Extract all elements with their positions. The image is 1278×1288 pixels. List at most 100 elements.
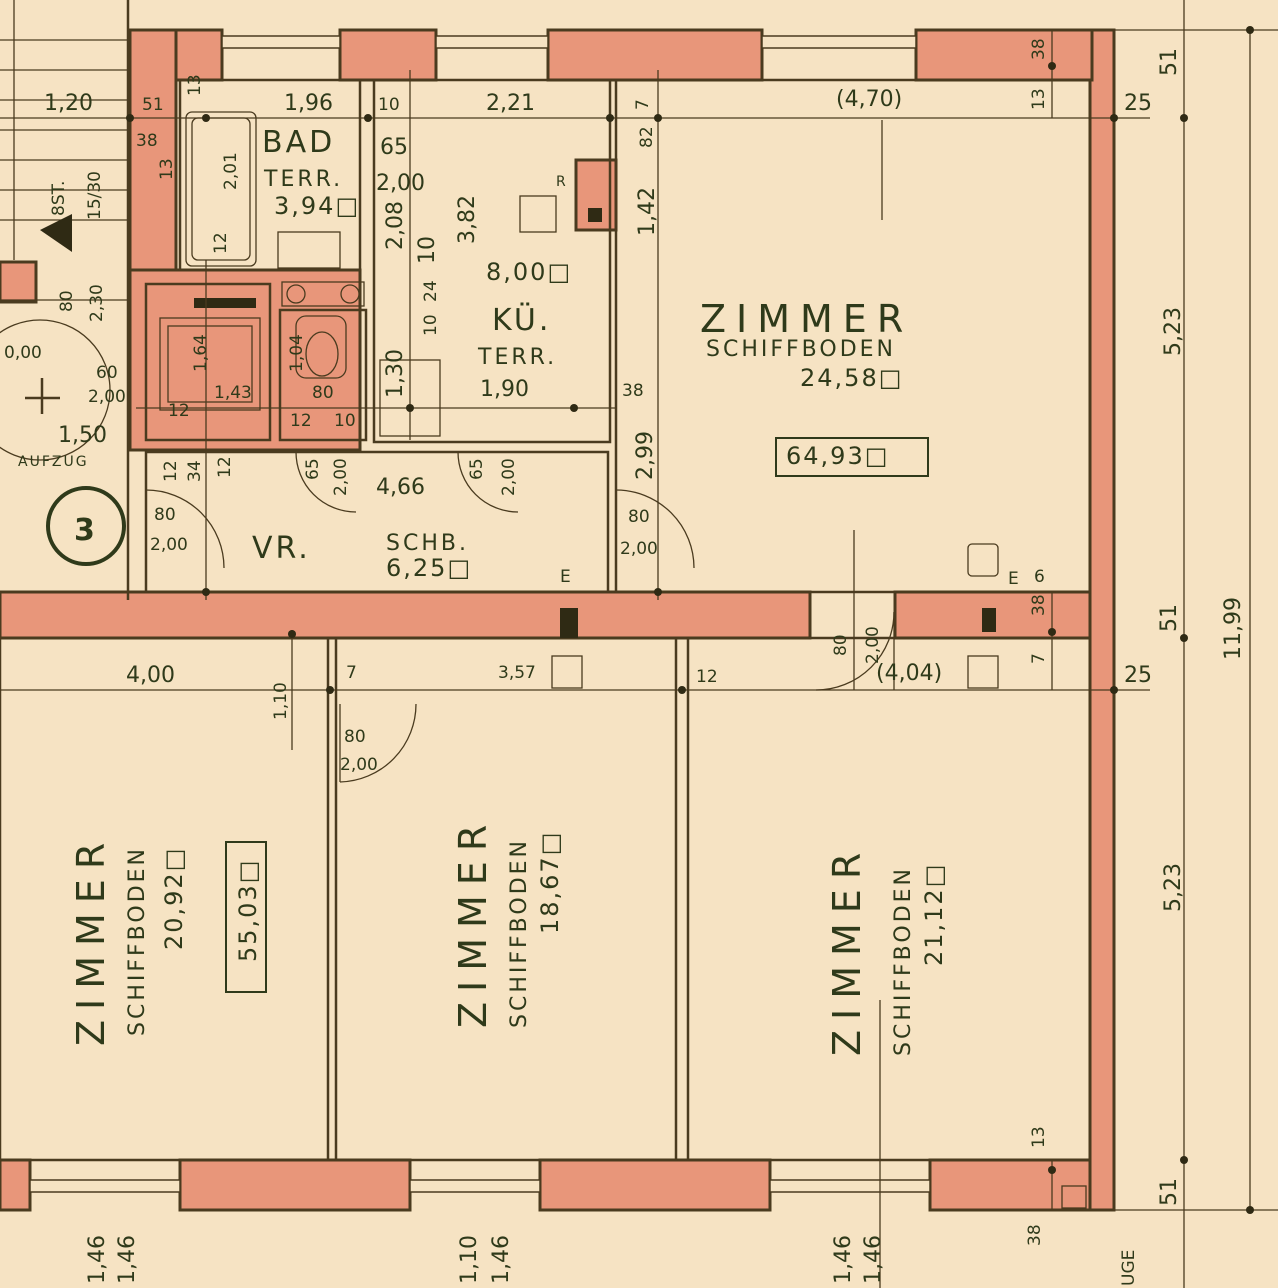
room-zimmer-se[interactable] [686, 636, 1092, 1162]
zimmer-ne-total: 64,93□ [786, 442, 889, 470]
dim-label: 38 [1029, 594, 1049, 616]
dim-label: 5,23 [1161, 863, 1186, 912]
pier-s1 [178, 1158, 412, 1212]
stair-wall-stub [0, 260, 38, 304]
dim-label: (4,04) [876, 661, 942, 686]
dim-label: 51 [1157, 48, 1182, 76]
dim-label: (4,70) [836, 87, 902, 112]
dim-label: 2,00 [620, 539, 658, 559]
washbasin-icon [277, 231, 341, 269]
bad-area: 3,94□ [274, 192, 360, 220]
zimmer-sw-total-box [225, 841, 267, 993]
zimmer-s-floor: SCHIFFBODEN [507, 838, 532, 1028]
core-wall [128, 268, 362, 452]
dim-label: 1,50 [58, 423, 107, 448]
dim-label: 25 [1124, 663, 1152, 688]
chimney-icon [560, 608, 578, 638]
walls [0, 28, 1116, 1212]
dim-label: 6 [1034, 567, 1045, 587]
stair-number-circle [46, 486, 126, 566]
dim-label: 38 [136, 131, 158, 151]
vorraum-name: VR. [252, 531, 311, 566]
dim-label: 7 [633, 99, 653, 110]
dim-label: 1,42 [635, 187, 660, 236]
radiator-icon-se [967, 655, 999, 689]
entry-mark-2: E [1008, 569, 1019, 589]
dim-label: 2,30 [87, 284, 107, 322]
room-wc2[interactable] [278, 308, 368, 442]
stair-size-label: 15/30 [85, 171, 105, 220]
dim-label: 80 [628, 507, 650, 527]
shower-tray-icon [159, 317, 261, 411]
dim-label: 5,23 [1161, 307, 1186, 356]
uge-label: UGE [1119, 1250, 1139, 1286]
window-n1 [221, 35, 341, 49]
dim-label: 3,57 [498, 663, 536, 683]
window-s1 [29, 1179, 181, 1193]
dim-label: 2,99 [633, 431, 658, 480]
dim-label: 12 [161, 460, 181, 482]
dim-label: 2,00 [499, 458, 519, 496]
zimmer-sw-name: ZIMMER [69, 833, 113, 1046]
dim-label: 51 [1157, 1178, 1182, 1206]
doors [145, 451, 895, 783]
window-n2 [435, 35, 549, 49]
room-bad[interactable] [178, 78, 362, 272]
bad-name: BAD [262, 125, 335, 160]
dim-label: 25 [1124, 91, 1152, 116]
bad-floor: TERR. [263, 167, 343, 192]
pier-s0 [0, 1158, 32, 1212]
pier-s2 [538, 1158, 772, 1212]
dim-label: 1,30 [383, 349, 408, 398]
dim-label: 1,46 [861, 1235, 886, 1284]
staircase [0, 0, 130, 600]
dim-label: 38 [622, 381, 644, 401]
room-kueche[interactable] [372, 78, 612, 444]
window-s2 [409, 1179, 541, 1193]
stair-arrow-icon [40, 214, 72, 252]
dim-label: 2,00 [340, 755, 378, 775]
radiator-icon-s [551, 655, 583, 689]
room-zimmer-ne[interactable] [614, 78, 1092, 594]
dim-label: 65 [380, 135, 408, 160]
dim-label: 2,00 [150, 535, 188, 555]
zimmer-ne-floor: SCHIFFBODEN [706, 337, 896, 362]
dim-label: 80 [312, 383, 334, 403]
dim-label: 12 [290, 411, 312, 431]
dim-label: 1,43 [214, 383, 252, 403]
misc-labels: AUFZUG 8ST. 15/30 3 0,00 E E R UGE [4, 171, 1139, 1286]
dim-label: 12 [696, 667, 718, 687]
dim-label: 10 [421, 314, 441, 336]
toilet-icon [295, 315, 347, 379]
dim-label: 13 [185, 74, 205, 96]
elevator-circle [0, 319, 111, 461]
dim-label: 12 [168, 401, 190, 421]
dim-label: 80 [57, 290, 77, 312]
pier-s3 [928, 1158, 1092, 1212]
room-wc1[interactable] [144, 282, 272, 442]
dim-label: 3,82 [455, 195, 480, 244]
entry-mark-1: E [560, 567, 571, 587]
dim-label: 34 [185, 460, 205, 482]
dim-label: 2,01 [221, 152, 241, 190]
shelf-icon [281, 281, 365, 307]
dim-label: 1,46 [85, 1235, 110, 1284]
corridor-wall [0, 590, 812, 640]
dim-label: 7 [346, 663, 357, 683]
room-zimmer-s[interactable] [334, 636, 678, 1162]
dim-label: 65 [303, 458, 323, 480]
dim-label: 13 [1029, 88, 1049, 110]
zimmer-s-area: 18,67□ [536, 831, 564, 934]
zimmer-sw-total: 55,03□ [234, 859, 262, 962]
room-zimmer-sw[interactable] [0, 636, 330, 1162]
dim-label: 1,10 [271, 682, 291, 720]
vorraum-floor: SCHB. [386, 531, 469, 556]
pier-n2 [338, 28, 438, 82]
zimmer-se-area: 21,12□ [920, 863, 948, 966]
dim-label: 11,99 [1221, 597, 1246, 660]
urinal-icon [194, 298, 256, 308]
sink-icon [519, 195, 557, 233]
dim-label: 2,21 [486, 91, 535, 116]
